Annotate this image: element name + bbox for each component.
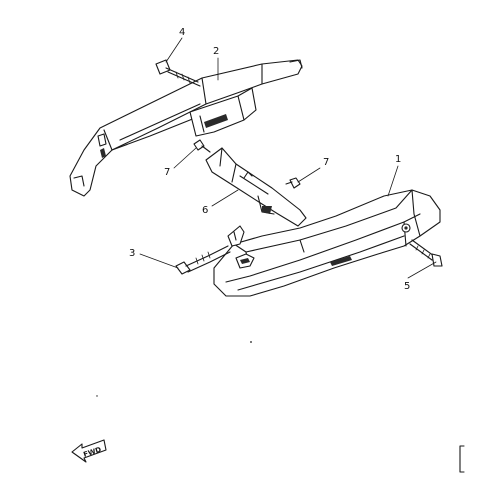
callout-2: 2 bbox=[213, 46, 219, 57]
part-7-bolt-left bbox=[193, 139, 211, 153]
callout-labels: 1 2 3 4 5 6 7 7 bbox=[129, 27, 410, 292]
callout-7-left: 7 bbox=[164, 167, 170, 178]
callout-5: 5 bbox=[404, 281, 410, 292]
callout-3: 3 bbox=[129, 248, 135, 259]
part-2-upper-chain-guard bbox=[69, 59, 303, 197]
callout-4: 4 bbox=[179, 27, 185, 38]
callout-7-right: 7 bbox=[323, 157, 329, 168]
part-6-bracket bbox=[205, 147, 307, 227]
part-5-bolt bbox=[409, 239, 443, 267]
part-3-bolt bbox=[175, 245, 231, 275]
scan-dot bbox=[96, 395, 98, 397]
leader-lines bbox=[139, 37, 437, 279]
callout-1: 1 bbox=[395, 154, 401, 165]
part-1-lower-chain-case bbox=[213, 189, 441, 297]
callout-6: 6 bbox=[202, 205, 208, 216]
part-4-bolt bbox=[155, 59, 201, 87]
frame-bracket-mark bbox=[459, 445, 465, 473]
scan-dot bbox=[250, 341, 252, 343]
part-7-bolt-right bbox=[285, 177, 301, 189]
fwd-direction-arrow: FWD bbox=[71, 439, 107, 463]
